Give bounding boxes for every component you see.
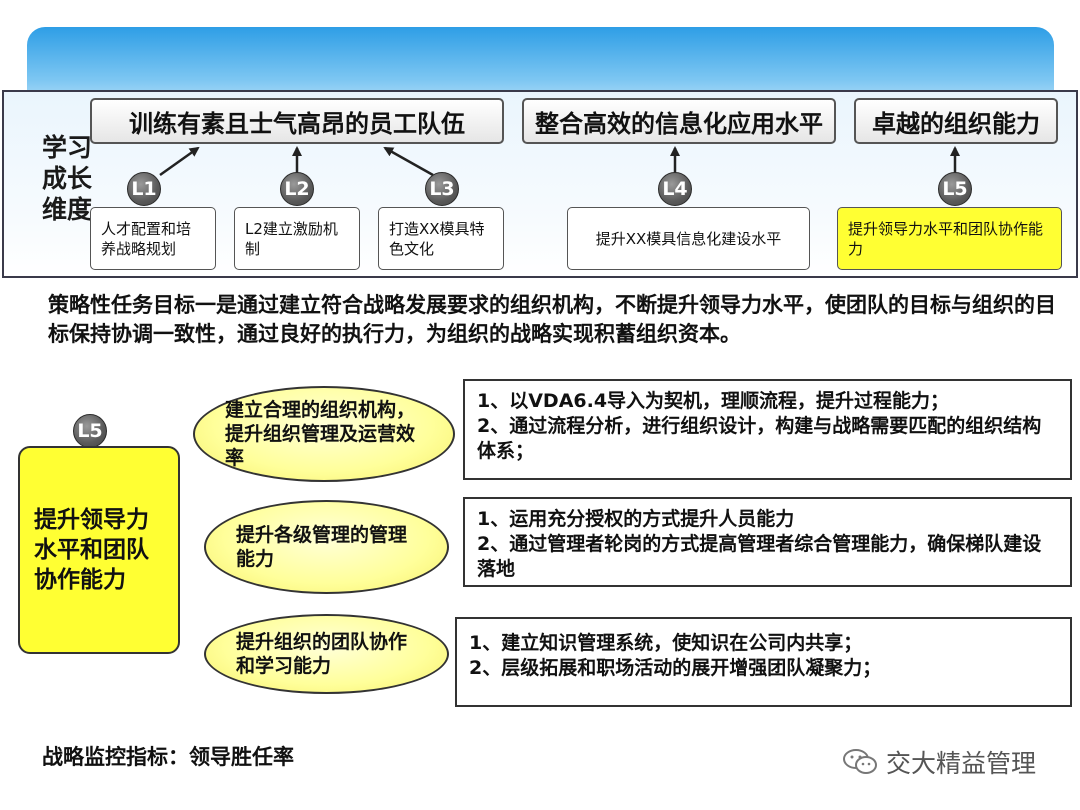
watermark: 交大精益管理 (842, 744, 1036, 780)
watermark-text: 交大精益管理 (886, 749, 1037, 778)
strategy-description: 策略性任务目标一是通过建立符合战略发展要求的组织机构，不断提升领导力水平，使团队… (48, 293, 1056, 346)
action-item: 2、通过流程分析，进行组织设计，构建与战略需要匹配的组织结构体系； (477, 415, 1042, 462)
level-box-l4: 提升XX模具信息化建设水平 (567, 207, 810, 270)
action-box-2: 1、运用充分授权的方式提升人员能力 2、通过管理者轮岗的方式提高管理者综合管理能… (463, 497, 1072, 587)
initiative-oval-3: 提升组织的团队协作和学习能力 (204, 614, 449, 694)
badge-l5: L5 (938, 172, 972, 206)
action-item: 1、建立知识管理系统，使知识在公司内共享； (469, 632, 863, 654)
action-item: 1、运用充分授权的方式提升人员能力 (477, 508, 795, 530)
badge-l4: L4 (658, 172, 692, 206)
focus-badge: L5 (73, 414, 107, 448)
action-item: 2、通过管理者轮岗的方式提高管理者综合管理能力，确保梯队建设落地 (477, 533, 1042, 580)
level-box-l1: 人才配置和培养战略规划 (90, 207, 216, 270)
action-item: 1、以VDA6.4导入为契机，理顺流程，提升过程能力； (477, 390, 950, 412)
initiative-oval-1: 建立合理的组织机构，提升组织管理及运营效率 (193, 386, 455, 482)
badge-l2: L2 (280, 172, 314, 206)
initiative-oval-2: 提升各级管理的管理能力 (204, 500, 449, 594)
level-box-l5: 提升领导力水平和团队协作能力 (837, 207, 1062, 270)
goal-organization: 卓越的组织能力 (854, 98, 1058, 144)
badge-l3: L3 (425, 172, 459, 206)
action-box-1: 1、以VDA6.4导入为契机，理顺流程，提升过程能力； 2、通过流程分析，进行组… (463, 379, 1072, 480)
goal-informatization: 整合高效的信息化应用水平 (522, 98, 836, 144)
monitoring-indicator: 战略监控指标：领导胜任率 (42, 745, 294, 769)
goal-workforce: 训练有素且士气高昂的员工队伍 (90, 98, 504, 144)
action-box-3: 1、建立知识管理系统，使知识在公司内共享； 2、层级拓展和职场活动的展开增强团队… (455, 617, 1072, 707)
level-box-l2: L2建立激励机制 (234, 207, 360, 270)
level-box-l3: 打造XX模具特色文化 (378, 207, 504, 270)
focus-box: 提升领导力水平和团队协作能力 (18, 446, 180, 654)
dimension-label: 学习成长维度 (42, 133, 93, 224)
action-item: 2、层级拓展和职场活动的展开增强团队凝聚力； (469, 657, 882, 679)
badge-l1: L1 (127, 172, 161, 206)
wechat-icon (843, 749, 877, 774)
